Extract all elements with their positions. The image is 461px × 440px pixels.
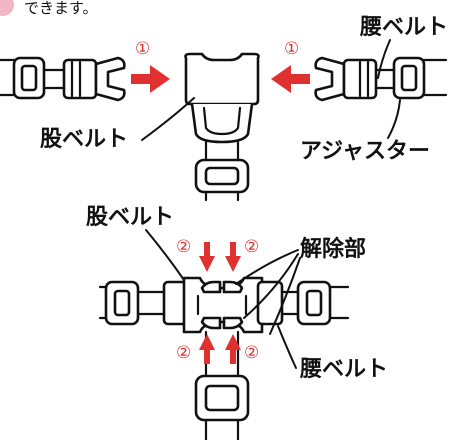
buckle-engaged	[182, 276, 264, 334]
insert-arrow-right	[271, 65, 310, 93]
waist-belt-label-top: 腰ベルト	[359, 15, 448, 40]
step2-label-bottom-right: ②	[244, 343, 259, 363]
step1-label-right: ①	[284, 39, 299, 59]
release-tab-bottom-right	[222, 316, 244, 330]
right-male-clip	[314, 56, 398, 102]
caption-text: できます。	[24, 0, 98, 17]
female-buckle-top	[184, 52, 260, 144]
release-tab-top-right	[222, 280, 244, 294]
top-assembly: ① ①	[0, 39, 448, 202]
step1-label-left: ①	[135, 39, 150, 59]
step2-label-bottom-left: ②	[176, 343, 191, 363]
left-male-clip	[42, 56, 126, 102]
release-tab-bottom-left	[200, 316, 222, 330]
adjuster-label: アジャスター	[300, 139, 430, 164]
step2-label-top-left: ②	[176, 237, 191, 257]
release-tab-top-left	[200, 280, 222, 294]
step2-label-top-right: ②	[244, 237, 259, 257]
crotch-belt-label-bottom: 股ベルト	[86, 205, 174, 230]
press-arrows-top	[199, 242, 241, 272]
crotch-belt-label-top: 股ベルト	[40, 127, 128, 152]
insert-arrow-left	[131, 65, 170, 93]
press-arrows-bottom	[199, 334, 241, 364]
release-label: 解除部	[300, 236, 366, 262]
bottom-assembly: ② ② ② ②	[98, 237, 350, 440]
step-badge	[0, 0, 14, 16]
waist-belt-label-bottom: 腰ベルト	[299, 357, 388, 382]
